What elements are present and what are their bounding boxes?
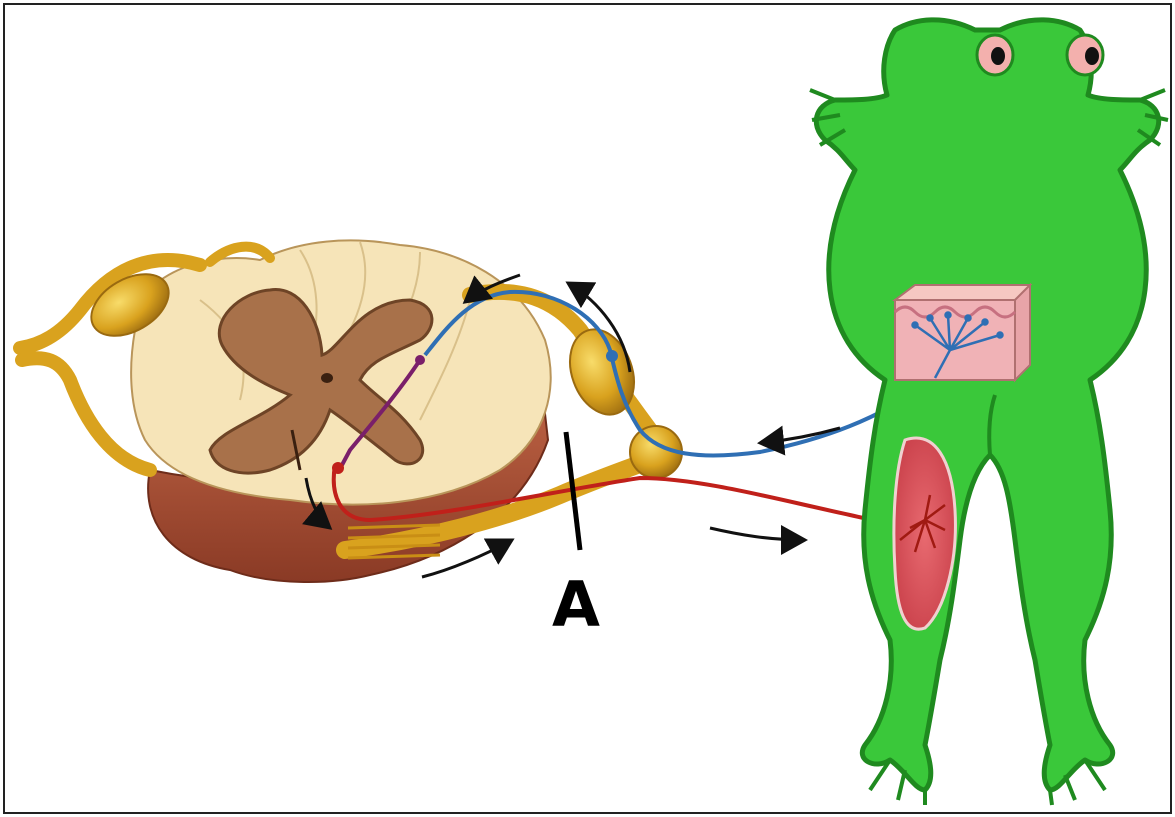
sensory-neuron-cell-body (606, 350, 618, 362)
label-a: A (552, 568, 600, 641)
motor-neuron-cell-body (332, 462, 344, 474)
central-canal (321, 373, 333, 383)
skin-section (895, 285, 1030, 380)
